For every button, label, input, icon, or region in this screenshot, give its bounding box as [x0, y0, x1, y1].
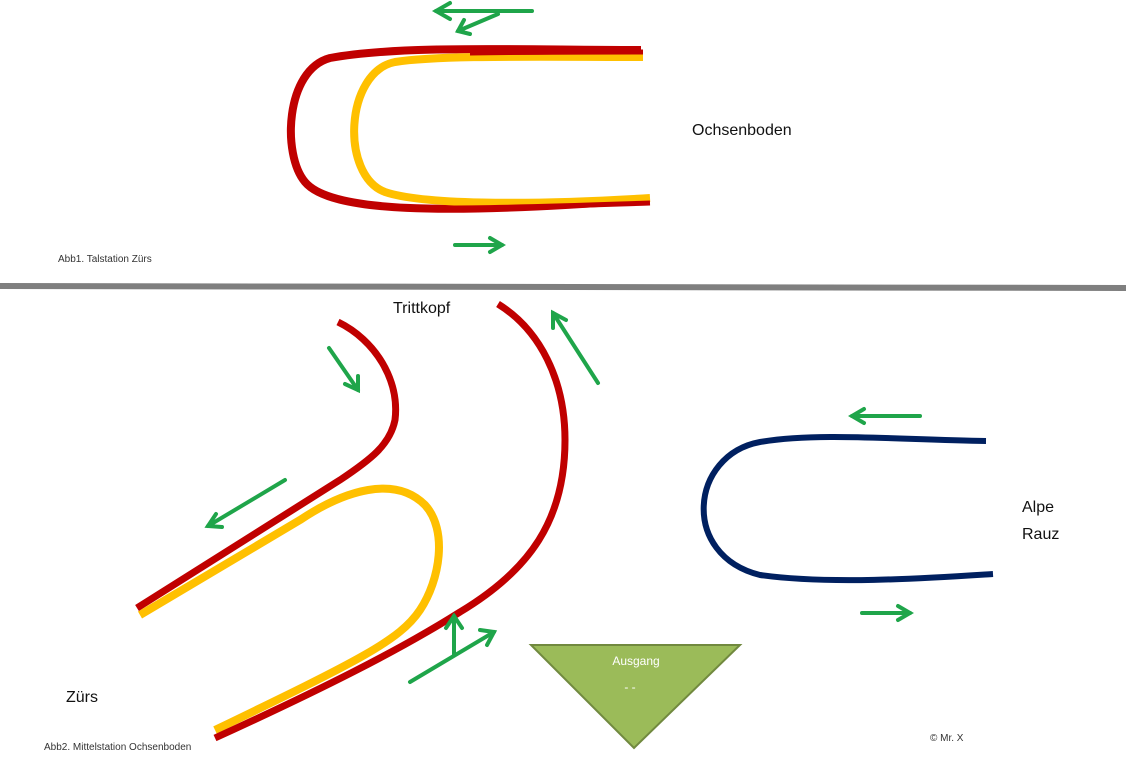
- arrow-right-icon: [860, 604, 914, 622]
- blue-lift-track-loop: [700, 434, 994, 584]
- copyright-label: © Mr. X: [930, 733, 964, 744]
- section-divider: [0, 283, 1126, 291]
- exit-triangle: [528, 644, 743, 750]
- exit-label: Ausgang: [612, 654, 659, 668]
- arrow-up-icon: [444, 612, 464, 657]
- yellow-lift-track-loop: [350, 52, 651, 207]
- rauz-label: Rauz: [1022, 526, 1059, 543]
- caption-abb1: Abb1. Talstation Zürs: [58, 254, 152, 265]
- arrow-down-left-icon: [204, 478, 287, 529]
- mittelstation-diagram: Ausgang - - Trittkopf Alpe Rauz Zürs Abb…: [44, 300, 1059, 753]
- red-lift-track-right: [213, 301, 569, 742]
- red-track-edge-top: [469, 49, 644, 56]
- arrow-up-left-icon: [551, 309, 600, 385]
- exit-sublabel: - -: [624, 680, 635, 694]
- red-lift-track-loop: [286, 45, 642, 213]
- alpe-label: Alpe: [1022, 499, 1054, 516]
- talstation-diagram: Ochsenboden Abb1. Talstation Zürs: [58, 1, 792, 265]
- arrow-up-right-icon: [408, 628, 498, 684]
- arrow-down-right-icon: [327, 346, 360, 394]
- ochsenboden-label: Ochsenboden: [692, 122, 792, 139]
- trittkopf-label: Trittkopf: [393, 300, 451, 317]
- red-lift-track-upper-left: [135, 318, 400, 611]
- caption-abb2: Abb2. Mittelstation Ochsenboden: [44, 742, 191, 753]
- arrow-left-icon: [848, 407, 922, 425]
- arrow-right-icon: [453, 236, 506, 254]
- zuers-label: Zürs: [66, 689, 98, 706]
- red-track-edge-bottom: [439, 200, 651, 211]
- arrow-left-icon: [431, 1, 534, 21]
- yellow-lift-track-hairpin: [137, 484, 443, 734]
- arrow-down-left-icon: [455, 12, 500, 36]
